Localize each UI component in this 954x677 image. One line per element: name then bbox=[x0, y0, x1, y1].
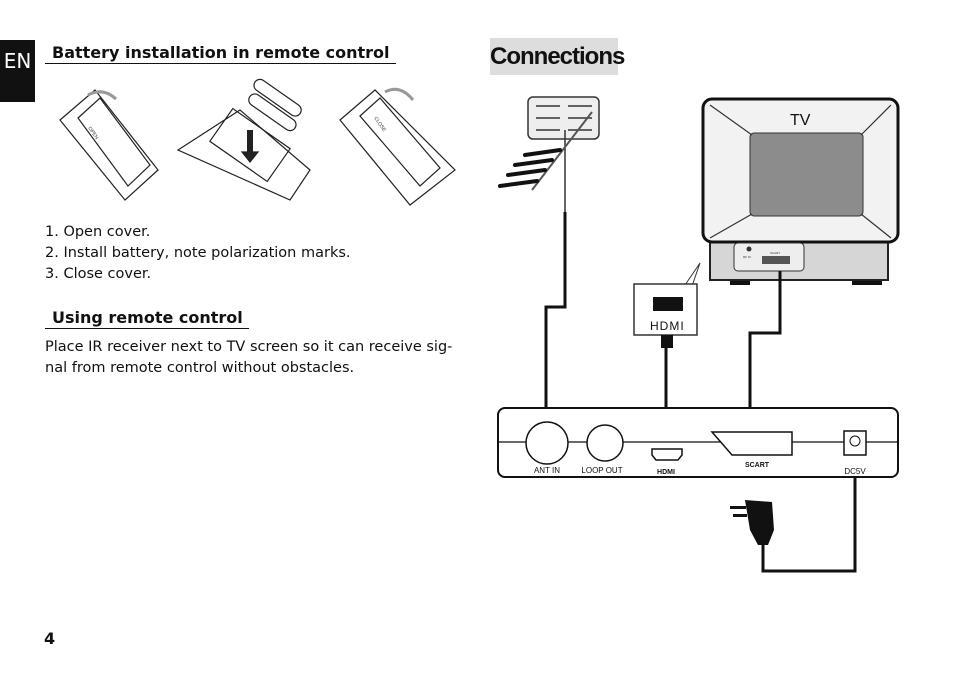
svg-text:CLOSE: CLOSE bbox=[372, 116, 387, 134]
battery-step-3: 3. Close cover. bbox=[45, 266, 152, 282]
cables bbox=[544, 212, 857, 573]
tv-illustration: TV RF IN SCART bbox=[701, 97, 900, 285]
remote-open-illustration: OPEN bbox=[59, 89, 159, 201]
svg-text:SCART: SCART bbox=[745, 462, 770, 469]
svg-text:TV: TV bbox=[790, 112, 811, 129]
svg-text:ANT IN: ANT IN bbox=[534, 466, 560, 475]
language-tab: EN bbox=[0, 40, 35, 102]
svg-text:HDMI: HDMI bbox=[650, 319, 685, 333]
page-number: 4 bbox=[44, 629, 56, 648]
hdmi-port bbox=[651, 448, 683, 461]
svg-text:HDMI: HDMI bbox=[657, 469, 675, 476]
svg-text:DC5V: DC5V bbox=[844, 467, 866, 476]
antenna-icon bbox=[498, 96, 600, 212]
scart-port bbox=[710, 431, 793, 456]
connections-title: Connections bbox=[490, 38, 625, 75]
power-adapter-icon bbox=[730, 500, 774, 545]
loop-out-port bbox=[586, 424, 624, 462]
svg-text:RF IN: RF IN bbox=[743, 255, 751, 259]
battery-heading: Battery installation in remote control bbox=[45, 43, 396, 64]
ant-in-port bbox=[525, 421, 569, 465]
battery-step-2: 2. Install battery, note polarization ma… bbox=[45, 245, 351, 261]
hdmi-cable-callout: HDMI bbox=[633, 262, 701, 348]
remote-battery-illustration bbox=[176, 78, 311, 201]
svg-text:SCART: SCART bbox=[770, 251, 780, 255]
remote-heading: Using remote control bbox=[45, 308, 249, 329]
remote-close-illustration: CLOSE bbox=[339, 87, 456, 206]
receiver-back-panel: ANT IN LOOP OUT HDMI SCART DC5V bbox=[497, 407, 899, 478]
remote-text: Place IR receiver next to TV screen so i… bbox=[45, 339, 453, 376]
svg-text:LOOP OUT: LOOP OUT bbox=[581, 466, 622, 475]
battery-step-1: 1. Open cover. bbox=[45, 224, 151, 240]
